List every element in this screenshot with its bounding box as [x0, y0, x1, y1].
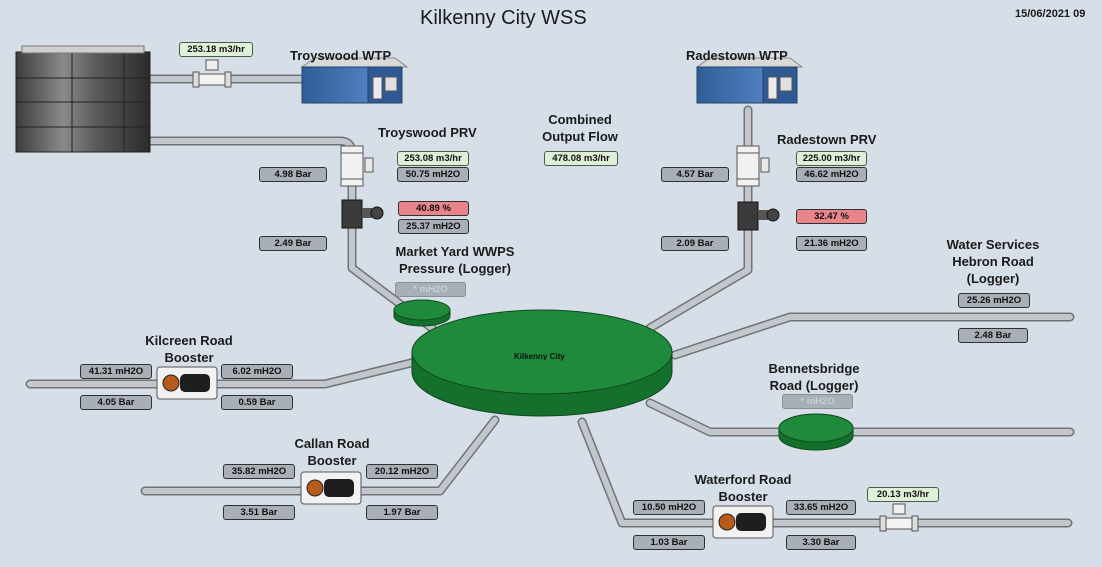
pipes	[25, 74, 1075, 528]
troyswood-outlet-mh2o: 25.37 mH2O	[398, 219, 469, 234]
radestown-wtp-building-icon	[695, 57, 804, 104]
flow-meter-icon	[192, 59, 232, 88]
waterford-outlet-mh2o: 33.65 mH2O	[786, 500, 856, 515]
radestown-outlet-mh2o: 21.36 mH2O	[796, 236, 867, 251]
troyswood-inlet-bar: 4.98 Bar	[259, 167, 327, 182]
callan-label-line2: Booster	[307, 453, 357, 468]
kilcreen-label-line2: Booster	[164, 350, 214, 365]
radestown-valve-position: 32.47 %	[796, 209, 867, 224]
callan-booster-pump-icon[interactable]	[300, 471, 362, 505]
market-yard-label: Market Yard WWPS Pressure (Logger)	[386, 243, 524, 277]
callan-outlet-bar: 1.97 Bar	[366, 505, 438, 520]
waterford-flow-meter-icon	[879, 503, 919, 532]
combined-label-line1: Combined	[548, 112, 612, 127]
market-yard-logger[interactable]	[393, 299, 451, 327]
callan-label-line1: Callan Road	[294, 436, 370, 451]
kilcreen-outlet-bar: 0.59 Bar	[221, 395, 293, 410]
hebron-bar: 2.48 Bar	[958, 328, 1028, 343]
waterford-label: Waterford Road Booster	[681, 471, 805, 505]
bennetsbridge-label-line1: Bennetsbridge	[768, 361, 860, 376]
kilkenny-city-reservoir[interactable]	[411, 309, 673, 417]
bennetsbridge-logger[interactable]	[778, 413, 854, 451]
hebron-road-label: Water Services Hebron Road (Logger)	[930, 236, 1056, 287]
page-title: Kilkenny City WSS	[420, 7, 587, 29]
waterford-label-line2: Booster	[718, 489, 768, 504]
radestown-inlet-mh2o: 46.62 mH2O	[796, 167, 867, 182]
radestown-flow-meter-icon	[736, 145, 770, 187]
market-yard-label-line1: Market Yard WWPS	[395, 244, 515, 259]
bennetsbridge-label: Bennetsbridge Road (Logger)	[755, 360, 873, 394]
kilcreen-booster-pump-icon[interactable]	[156, 366, 218, 400]
reservoir-flow-value: 253.18 m3/hr	[179, 42, 253, 57]
bennetsbridge-label-line2: Road (Logger)	[769, 378, 859, 393]
market-yard-label-line2: Pressure (Logger)	[399, 261, 511, 276]
waterford-booster-pump-icon[interactable]	[712, 505, 774, 539]
radestown-flow-value: 225.00 m3/hr	[796, 151, 867, 166]
waterford-inlet-bar: 1.03 Bar	[633, 535, 705, 550]
troyswood-inlet-mh2o: 50.75 mH2O	[397, 167, 469, 182]
kilkenny-city-label: Kilkenny City	[514, 352, 565, 361]
callan-inlet-bar: 3.51 Bar	[223, 505, 295, 520]
kilcreen-label: Kilcreen Road Booster	[134, 332, 244, 366]
callan-inlet-mh2o: 35.82 mH2O	[223, 464, 295, 479]
timestamp: 15/06/2021 09	[1015, 8, 1086, 20]
combined-label-line2: Output Flow	[542, 129, 618, 144]
troyswood-valve-position: 40.89 %	[398, 201, 469, 216]
waterford-flow-value: 20.13 m3/hr	[867, 487, 939, 502]
hebron-label-line3: (Logger)	[966, 271, 1020, 286]
waterford-inlet-mh2o: 10.50 mH2O	[633, 500, 705, 515]
radestown-wtp-label: Radestown WTP	[686, 48, 788, 63]
combined-output-label: Combined Output Flow	[535, 111, 625, 145]
combined-flow-value: 478.08 m3/hr	[544, 151, 618, 166]
kilcreen-label-line1: Kilcreen Road	[145, 333, 233, 348]
radestown-outlet-bar: 2.09 Bar	[661, 236, 729, 251]
troyswood-prv-label: Troyswood PRV	[378, 125, 477, 140]
waterford-outlet-bar: 3.30 Bar	[786, 535, 856, 550]
troyswood-prv-valve-icon	[341, 199, 384, 229]
hebron-label-line2: Hebron Road	[952, 254, 1034, 269]
callan-label: Callan Road Booster	[282, 435, 382, 469]
kilcreen-inlet-mh2o: 41.31 mH2O	[80, 364, 152, 379]
troyswood-wtp-building-icon	[300, 57, 409, 104]
hebron-mh2o: 25.26 mH2O	[958, 293, 1030, 308]
troyswood-wtp-label: Troyswood WTP	[290, 48, 392, 63]
reservoir-tank-icon	[15, 45, 151, 153]
troyswood-outlet-bar: 2.49 Bar	[259, 236, 327, 251]
waterford-label-line1: Waterford Road	[694, 472, 792, 487]
kilcreen-outlet-mh2o: 6.02 mH2O	[221, 364, 293, 379]
troyswood-flow-value: 253.08 m3/hr	[397, 151, 469, 166]
market-yard-value: * mH2O	[395, 282, 466, 297]
troyswood-flow-meter-icon	[340, 145, 374, 187]
callan-outlet-mh2o: 20.12 mH2O	[366, 464, 438, 479]
radestown-prv-label: Radestown PRV	[777, 132, 877, 147]
hebron-label-line1: Water Services	[946, 237, 1040, 252]
bennetsbridge-value: * mH2O	[782, 394, 853, 409]
radestown-prv-valve-icon	[737, 201, 780, 231]
radestown-inlet-bar: 4.57 Bar	[661, 167, 729, 182]
kilcreen-inlet-bar: 4.05 Bar	[80, 395, 152, 410]
